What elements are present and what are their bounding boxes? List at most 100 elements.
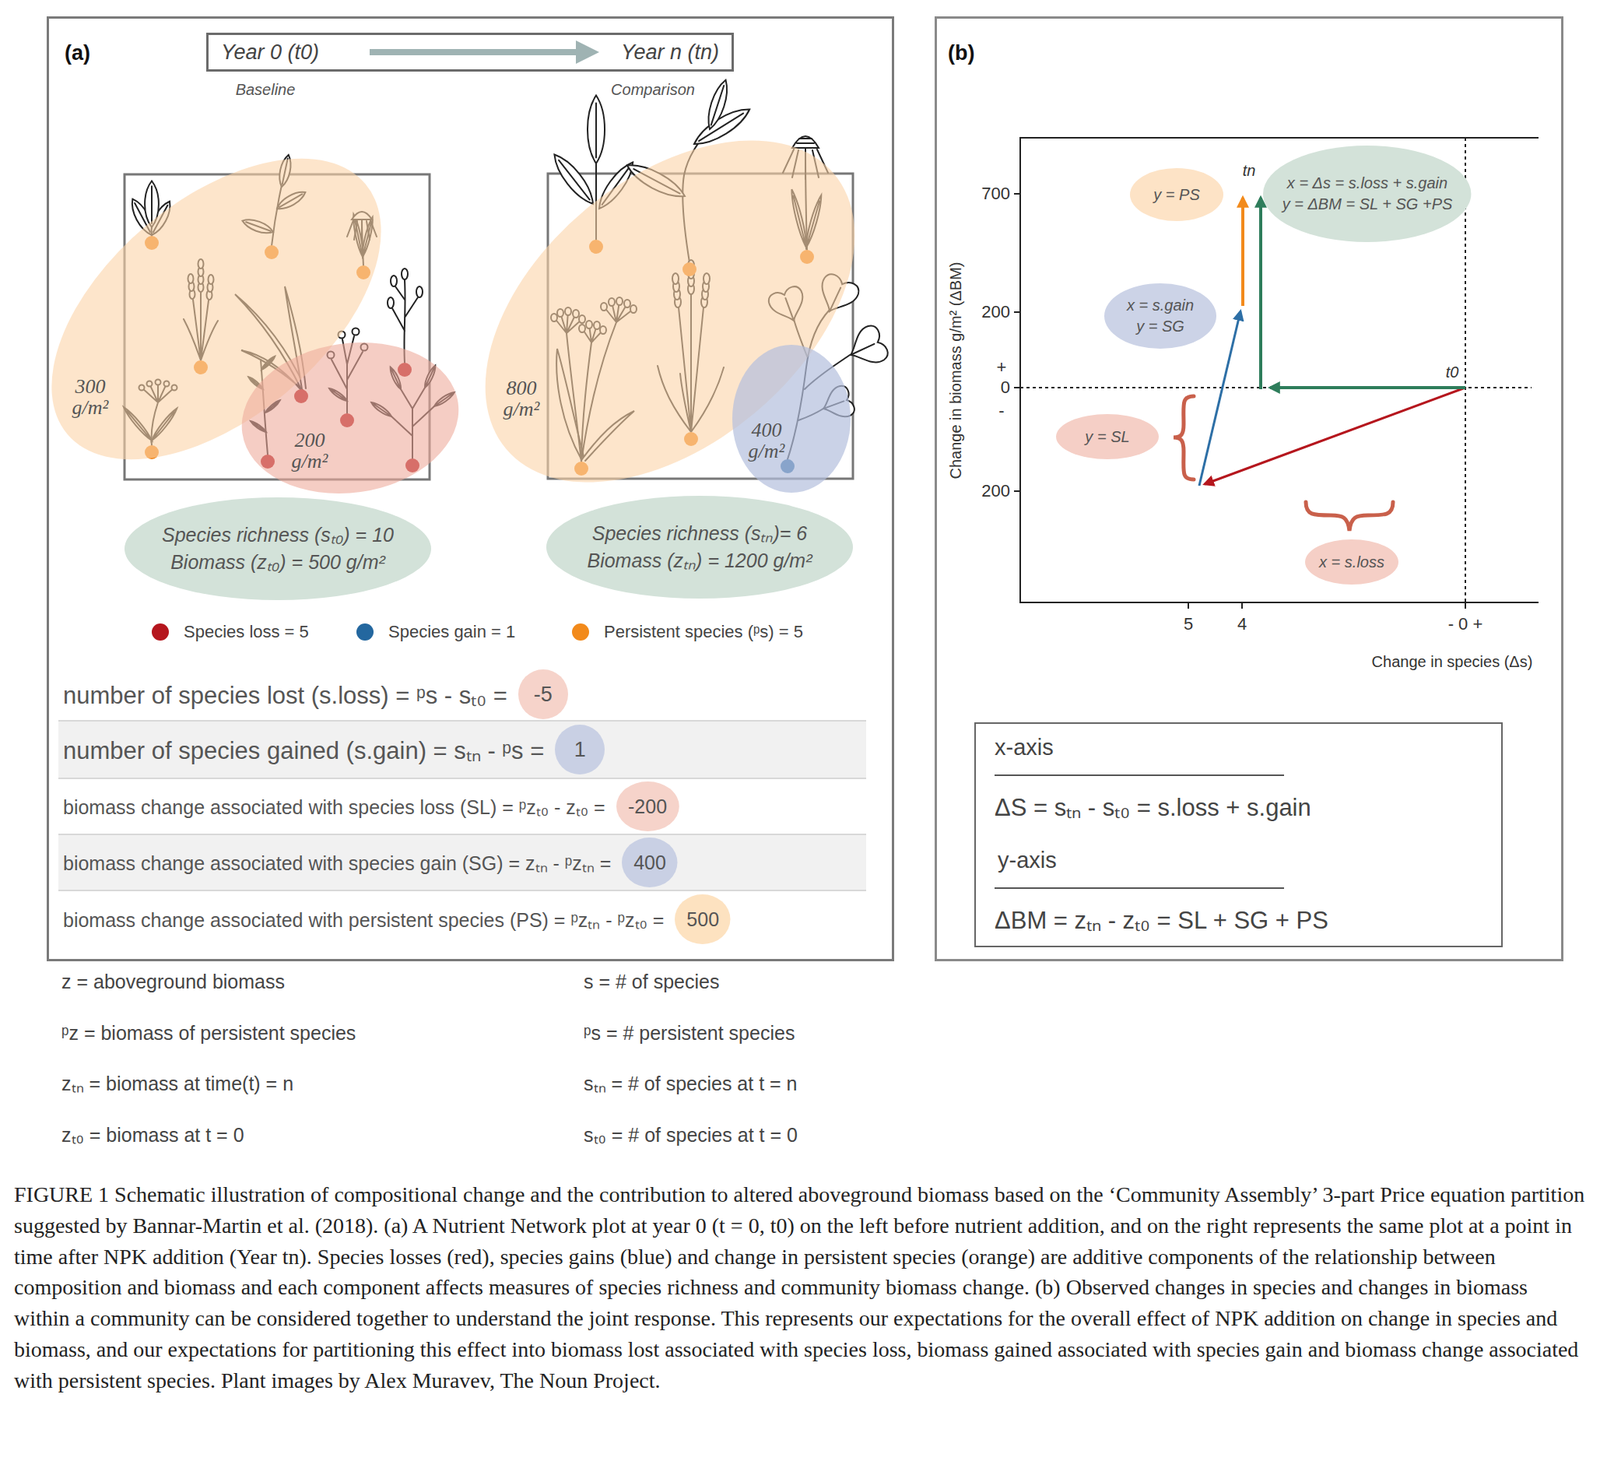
node-text: x = s.gain [1126,294,1194,316]
node-text: biomass change associated with persisten… [63,905,664,933]
legend-text: Persistent species (ᵖs) = 5 [603,621,804,643]
axis-underlines [994,775,1285,888]
ellipse-fill [518,669,569,720]
point-label: t0 [1445,363,1460,382]
text-stack: y = PS [1129,168,1224,222]
ellipse-fill [1129,168,1224,222]
plot-axes-part [1014,193,1466,609]
text-stack: x = Δs = s.loss + s.gainy = ΔBM = SL + S… [1263,145,1471,243]
timeline-arrow-part [369,49,578,56]
tick-label: - 0 + [1448,614,1484,635]
node-text: 200 g/m² [284,429,335,473]
partition-arrows-part [1199,311,1241,486]
axis-underlines-part [994,887,1285,889]
ellipse-fill [1056,414,1159,460]
plants-part [792,136,819,148]
ellipse-shape [124,497,432,600]
legend-swatch [571,623,590,641]
value-circle: 400 [621,837,678,888]
plants-part [387,268,423,309]
equation-row: number of species lost (s.loss) = ᵖs - s… [58,667,867,721]
plants-part [703,77,733,131]
component-ellipse: y = PS [1129,168,1224,222]
node-text: x-axis [994,734,1054,761]
side-label: Comparison [610,80,695,99]
plot-axes-part [1020,137,1539,603]
node-text: biomass change associated with species l… [63,792,606,820]
row-rules [58,720,867,891]
text-stack: x = s.gainy = SG [1104,283,1217,349]
partition-arrows [1199,197,1466,486]
legend-swatch [151,623,169,641]
text-stack: Species richness (sₜ₀) = 10Biomass (zₜ₀)… [124,497,432,600]
plants-part-part [352,328,360,336]
plants-part-part [416,286,423,298]
node-text: y = SL [1084,426,1130,448]
text-stack: x = s.loss [1305,539,1399,585]
node-text: ΔBM = zₜₙ - zₜ₀ = SL + SG + PS [994,902,1329,936]
ellipse-fill [1305,539,1399,585]
node-text: 1 [574,737,586,762]
text-stack: Species richness (sₜₙ)= 6Biomass (zₜₙ) =… [546,495,853,599]
tick-label: 200 [981,301,1011,323]
node-text: 800 g/m² [496,377,547,421]
text-stack: 500 [674,894,730,944]
formula-box: x-axis ΔS = sₜₙ - sₜ₀ = s.loss + s.gain y-… [974,722,1503,948]
node-text: Species richness (sₜ₀) = 10 [161,521,394,549]
tick-label: 0 [1000,377,1011,398]
node-text: ΔS = sₜₙ - sₜ₀ = s.loss + s.gain [994,789,1312,823]
node-text: x = Δs = s.loss + s.gain [1287,172,1448,194]
node-text: 300 g/m² [65,375,116,419]
partition-arrows-part [1204,387,1466,485]
node-text: y = SG [1136,315,1185,337]
ellipse-fill [621,837,678,888]
value-circle: -200 [616,781,680,832]
ellipse-fill [554,724,605,775]
node-text: x = s.loss [1319,551,1385,573]
plants-part [842,322,892,372]
value-circle: 1 [554,724,605,775]
legend-text: Species loss = 5 [183,621,309,643]
node-text: y = PS [1153,184,1200,206]
node-text: -200 [628,795,667,818]
node-text: Biomass (zₜₙ) = 1200 g/m² [586,547,812,575]
axis-underlines-part [994,774,1285,776]
partition-arrows-part [1241,197,1245,306]
biomass-ellipse: 200 g/m² [240,341,460,495]
braces-part [1173,396,1194,480]
row-rules-part [58,777,867,779]
definition: zₜ₀ = biomass at t = 0 [61,1120,245,1148]
text-stack: y = SL [1056,414,1159,460]
node-text: 400 g/m² [741,419,792,463]
equation-row: biomass change associated with species l… [58,778,867,834]
plants-part-part [401,268,408,280]
ellipse-shape [732,344,851,493]
sign-label: + [996,357,1008,378]
legend-swatch [356,623,374,641]
node-text: Year n (tn) [621,40,720,65]
node-text: y-axis [997,847,1057,874]
node-text: (b) [947,41,975,66]
definition: ᵖs = # persistent species [583,1021,795,1045]
node-text: y = ΔBM = SL + SG +PS [1282,193,1453,215]
partition-arrows-part [1270,385,1466,390]
plants-part-part [387,297,394,309]
plants-part-part [390,275,397,287]
timeline-arrow [369,40,600,64]
text-stack: 1 [554,724,605,775]
text-stack: -5 [518,669,569,720]
axis-title: Change in species (Δs) [1371,652,1534,671]
tick-label: 4 [1237,614,1247,635]
node-text: 500 [686,908,720,931]
timeline-box: Year 0 (t0)Year n (tn) [206,32,734,72]
ellipse-fill [231,328,469,507]
biomass-ellipse: 400 g/m² [732,344,851,493]
partition-arrows-part [1259,197,1263,390]
component-ellipse: x = Δs = s.loss + s.gainy = ΔBM = SL + S… [1263,145,1471,243]
point-label: tn [1242,161,1257,180]
value-circle: 500 [674,894,730,944]
definition: sₜₙ = # of species at t = n [583,1069,797,1096]
node-text: number of species gained (s.gain) = sₜₙ … [63,733,544,766]
braces [1173,396,1393,531]
